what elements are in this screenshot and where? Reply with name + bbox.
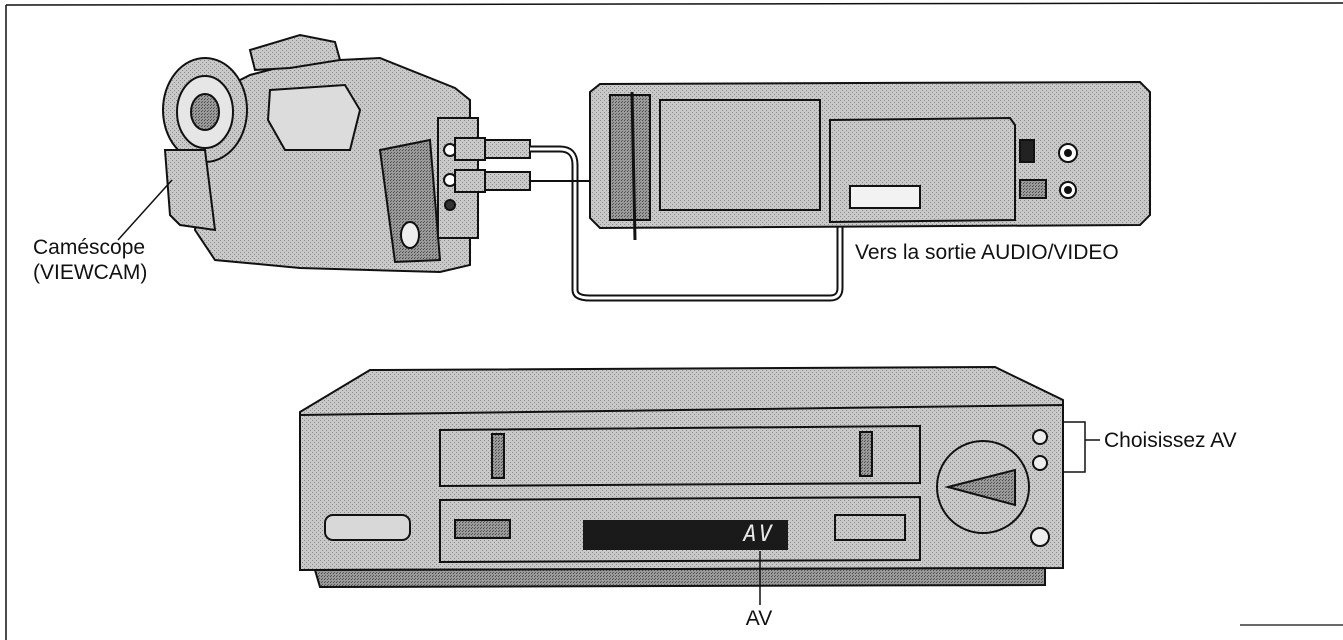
camcorder-illustration <box>162 33 479 274</box>
vcr-rear-panel <box>589 80 1151 241</box>
label-output: Vers la sortie AUDIO/VIDEO <box>855 241 1119 264</box>
diagram-border <box>5 2 1343 640</box>
vcr-front <box>299 365 1064 589</box>
label-camcorder-name: Caméscope <box>33 236 146 259</box>
label-select-av: Choisissez AV <box>1104 429 1237 452</box>
vcr-display: AV <box>583 520 788 550</box>
label-camcorder: Caméscope (VIEWCAM) <box>33 235 147 285</box>
callout-lines <box>117 179 1100 605</box>
display-readout: AV <box>743 522 774 547</box>
label-av: AV <box>745 607 773 630</box>
label-camcorder-model: (VIEWCAM) <box>33 261 148 284</box>
